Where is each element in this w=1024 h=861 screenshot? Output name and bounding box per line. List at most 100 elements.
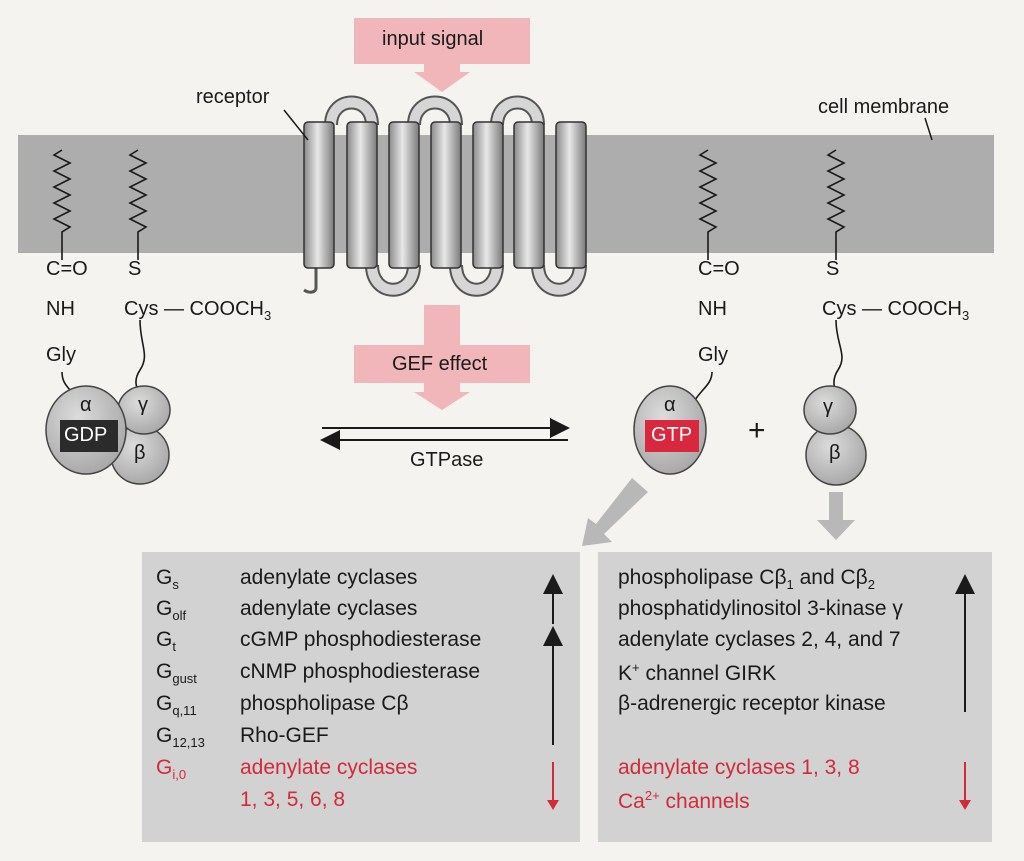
bg-effector-bark: β-adrenergic receptor kinase — [618, 692, 886, 715]
g-subscript: t — [172, 639, 176, 655]
carbonyl-label-left: C=O — [46, 258, 88, 280]
g-subscript: gust — [172, 671, 197, 687]
nh-label-right: NH — [698, 298, 727, 320]
bg-effector-ac-inhibited: adenylate cyclases 1, 3, 8 — [618, 756, 860, 779]
g-alpha-name: Gq,11 — [156, 692, 197, 718]
gtp-label: GTP — [651, 424, 693, 446]
plc-sub-2: 2 — [867, 577, 875, 593]
alpha-to-panel-arrow — [582, 478, 648, 546]
alpha-effector-panel — [142, 552, 580, 842]
gly-linker-right — [693, 371, 713, 403]
lipid-anchor-right-1 — [698, 149, 718, 260]
lipid-anchor-left-1 — [52, 149, 72, 260]
gly-label-right: Gly — [698, 344, 728, 366]
g-alpha-name: Gs — [156, 566, 179, 592]
gly-label-left: Gly — [46, 344, 76, 366]
beta-label-left: β — [134, 442, 146, 464]
carbonyl-label-right: C=O — [698, 258, 740, 280]
bg-effector-girk: K+ channel GIRK — [618, 660, 776, 686]
betagamma-to-panel-arrow — [817, 492, 855, 540]
g-letter: G — [156, 628, 173, 651]
g-alpha-name: Golf — [156, 597, 186, 623]
g-letter: G — [156, 724, 173, 747]
g-subscript: i,0 — [172, 767, 187, 783]
bg-effector-ac: adenylate cyclases 2, 4, and 7 — [618, 628, 901, 651]
cys-linker-left — [135, 319, 146, 396]
g-letter: G — [156, 660, 173, 683]
g-protein-trimer-gdp — [45, 385, 171, 485]
g-alpha-name: Ggust — [156, 660, 197, 686]
alpha-effector: cGMP phosphodiesterase — [240, 628, 482, 651]
cys-linker-right — [833, 319, 843, 397]
gamma-label-left: γ — [138, 394, 148, 416]
gamma-label-right: γ — [823, 396, 833, 418]
plc-sub-1: 1 — [786, 577, 794, 593]
plc-text: phospholipase Cβ — [618, 566, 787, 589]
channels-text: channels — [659, 790, 750, 813]
gef-arrow-stem-top — [424, 305, 460, 345]
bg-effector-ca-channels: Ca2+ channels — [618, 788, 750, 814]
input-signal-arrow-head — [414, 64, 470, 92]
g-alpha-name-inhibitory: Gi,0 — [156, 756, 186, 782]
gtp-box — [645, 420, 699, 452]
bg-effector-pi3k: phosphatidylinositol 3-kinase γ — [618, 597, 903, 620]
g-betagamma-dimer — [803, 385, 867, 486]
g-subscript: s — [172, 577, 179, 593]
gdp-label: GDP — [64, 424, 108, 446]
alpha-effector: adenylate cyclases — [240, 597, 418, 620]
cys-text-left: Cys — COOCH — [124, 298, 264, 320]
lipid-anchor-left-2 — [128, 149, 148, 260]
sulfur-label-right: S — [826, 258, 840, 280]
cell-membrane-leader-line — [924, 117, 933, 141]
alpha-effector: phospholipase Cβ — [240, 692, 409, 715]
g-subscript: olf — [172, 608, 187, 624]
g-letter: G — [156, 692, 173, 715]
gtpase-label: GTPase — [410, 449, 484, 471]
g-letter: G — [156, 566, 173, 589]
cys-label-right: Cys — COOCH3 — [822, 298, 969, 323]
gef-arrow-head — [414, 383, 470, 410]
sulfur-label-left: S — [128, 258, 142, 280]
betagamma-inhibit-arrow-head — [959, 800, 971, 810]
beta-label-right: β — [829, 442, 841, 464]
nh-label-left: NH — [46, 298, 75, 320]
ca-text: Ca — [618, 790, 645, 813]
cys-text-right: Cys — COOCH — [822, 298, 962, 320]
g-subscript: q,11 — [172, 703, 197, 719]
alpha-effector-inhibited: adenylate cyclases — [240, 756, 418, 779]
receptor-label: receptor — [196, 86, 270, 108]
k-sup: + — [632, 660, 640, 675]
cys-subscript-left: 3 — [264, 308, 272, 323]
cell-membrane-label: cell membrane — [818, 96, 950, 118]
cys-subscript-right: 3 — [962, 308, 970, 323]
ca-sup: 2+ — [644, 788, 660, 803]
gef-effect-label: GEF effect — [392, 353, 488, 375]
alpha-label-left: α — [80, 394, 92, 416]
receptor-leader-line — [283, 109, 309, 141]
alpha-effector: adenylate cyclases — [240, 566, 418, 589]
plus-sign: + — [748, 414, 766, 447]
g-alpha-name: Gt — [156, 628, 176, 654]
girk-text: channel GIRK — [639, 662, 777, 685]
betagamma-effector-panel — [598, 552, 992, 842]
g-subscript: 12,13 — [172, 735, 205, 751]
g-letter: G — [156, 756, 173, 779]
g-alpha-gtp — [633, 385, 707, 475]
alpha-effector: Rho-GEF — [240, 724, 329, 747]
receptor-7tm — [303, 95, 587, 297]
plc-and: and Cβ — [793, 566, 868, 589]
cell-membrane-band — [18, 135, 994, 253]
gef-effect-box — [354, 345, 530, 383]
alpha-effector-inhibited-isoforms: 1, 3, 5, 6, 8 — [240, 788, 346, 811]
input-signal-label: input signal — [382, 28, 484, 50]
cys-label-left: Cys — COOCH3 — [124, 298, 271, 323]
g-letter: G — [156, 597, 173, 620]
alpha-effector: cNMP phosphodiesterase — [240, 660, 481, 683]
alpha-label-right: α — [664, 394, 676, 416]
k-text: K — [618, 662, 633, 685]
bg-effector-plc: phospholipase Cβ1 and Cβ2 — [618, 566, 875, 592]
gdp-box — [60, 420, 118, 452]
g-alpha-name: G12,13 — [156, 724, 205, 750]
input-signal-arrow-box — [354, 18, 530, 64]
